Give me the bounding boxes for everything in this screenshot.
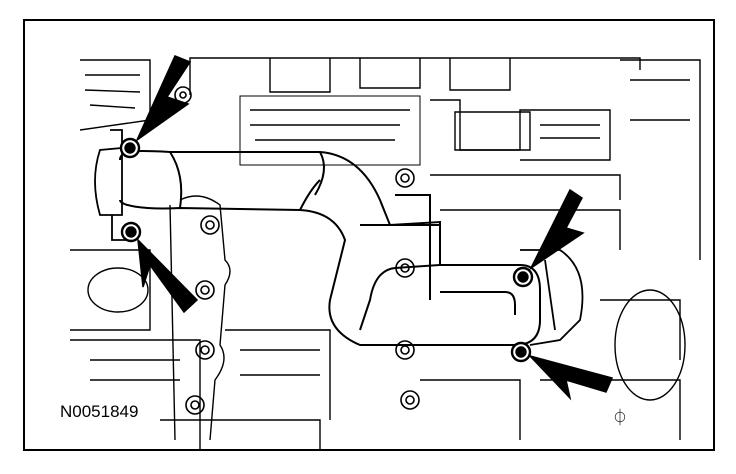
flange-bolt-bosses	[174, 86, 420, 415]
hose-fitting-right	[520, 249, 584, 346]
figure-reference-code: N0051849	[58, 402, 141, 422]
bolt-upper-left	[119, 137, 141, 159]
coolant-hose	[119, 150, 541, 346]
arrow-lower-left-bolt	[137, 237, 199, 314]
bolt-right-upper	[512, 266, 534, 288]
small-fastener-symbol: ⏀	[612, 408, 628, 427]
arrow-right-upper-bolt	[529, 188, 585, 271]
bolt-lower-left	[120, 221, 142, 243]
bolt-right-lower	[510, 341, 532, 363]
arrow-right-lower-bolt	[527, 354, 614, 401]
arrow-upper-left-bolt	[135, 55, 192, 143]
gasket-flange	[169, 195, 231, 441]
target-bolts	[119, 137, 534, 363]
